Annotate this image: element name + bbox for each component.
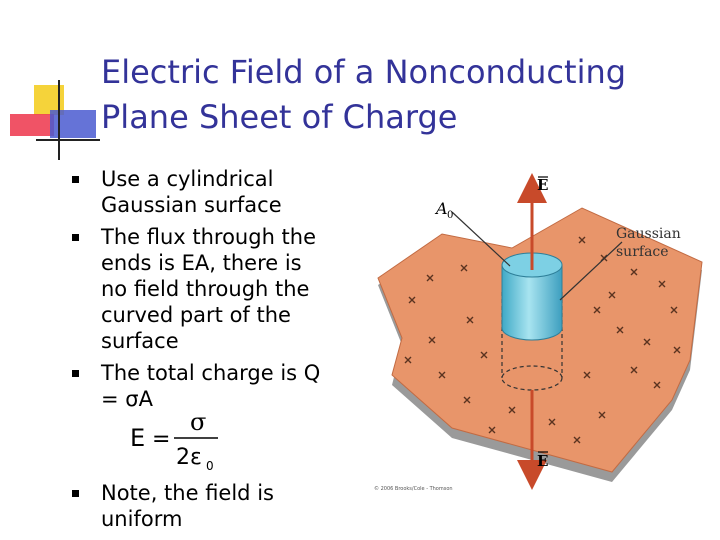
charge-cross-icon xyxy=(616,326,624,334)
formula-subscript: 0 xyxy=(206,459,214,470)
note-bullet: Note, the field is uniform xyxy=(72,480,401,532)
charge-cross-icon xyxy=(460,264,468,272)
charge-cross-icon xyxy=(630,268,638,276)
charge-cross-icon xyxy=(463,396,471,404)
bullet-marker-icon xyxy=(72,370,79,377)
charge-cross-icon xyxy=(653,381,661,389)
charge-cross-icon xyxy=(488,426,496,434)
figure-credit: © 2006 Brooks/Cole - Thomson xyxy=(374,485,453,492)
charge-cross-icon xyxy=(593,306,601,314)
charge-cross-icon xyxy=(670,306,678,314)
charge-markers xyxy=(404,236,681,444)
bullet-marker-icon xyxy=(72,490,79,497)
charge-cross-icon xyxy=(426,274,434,282)
formula-lhs: E xyxy=(130,424,145,452)
title-line-2: Plane Sheet of Charge xyxy=(101,98,458,136)
bullet-text: The total charge is Q = σA xyxy=(101,361,321,411)
charge-cross-icon xyxy=(438,371,446,379)
charge-cross-icon xyxy=(466,316,474,324)
charge-cross-icon xyxy=(480,351,488,359)
bullet-text: The flux through the ends is EA, there i… xyxy=(101,225,317,353)
charge-cross-icon xyxy=(548,418,556,426)
e-field-label-bottom: E xyxy=(537,452,548,470)
charge-cross-icon xyxy=(673,346,681,354)
bullet-item: The total charge is Q = σA xyxy=(72,360,372,412)
field-formula: E = σ 2ε 0 xyxy=(130,408,218,470)
bullet-text: Use a cylindrical Gaussian surface xyxy=(101,167,282,217)
title-line-1: Electric Field of a Nonconducting xyxy=(101,53,627,91)
bullet-item: The flux through the ends is EA, there i… xyxy=(72,224,372,354)
charge-cross-icon xyxy=(428,336,436,344)
bullet-marker-icon xyxy=(72,234,79,241)
gaussian-label-line2: surface xyxy=(616,244,669,260)
charge-cross-icon xyxy=(578,236,586,244)
gaussian-cylinder xyxy=(501,264,563,341)
area-label: A xyxy=(434,199,448,218)
bullet-item: Use a cylindrical Gaussian surface xyxy=(72,166,372,218)
charge-cross-icon xyxy=(408,296,416,304)
charge-cross-icon xyxy=(573,436,581,444)
charge-cross-icon xyxy=(658,280,666,288)
charge-cross-icon xyxy=(630,366,638,374)
gaussian-cylinder-figure: E E A 0 Gaussian surface © 2006 Brooks/C… xyxy=(374,173,703,492)
slide-decoration-logo xyxy=(10,80,100,160)
formula-denominator: 2ε xyxy=(176,445,202,470)
area-subscript: 0 xyxy=(447,210,453,221)
bullet-marker-icon xyxy=(72,176,79,183)
charge-cross-icon xyxy=(598,411,606,419)
charge-cross-icon xyxy=(508,406,516,414)
formula-equals: = xyxy=(152,427,170,452)
note-text: Note, the field is uniform xyxy=(101,481,274,531)
formula-numerator: σ xyxy=(190,408,206,436)
bullet-list: Use a cylindrical Gaussian surface The f… xyxy=(72,166,372,418)
charge-cross-icon xyxy=(583,371,591,379)
charge-cross-icon xyxy=(404,356,412,364)
slide-title: Electric Field of a Nonconducting Plane … xyxy=(101,50,711,140)
gaussian-label-line1: Gaussian xyxy=(616,226,681,242)
charge-cross-icon xyxy=(608,291,616,299)
charge-cross-icon xyxy=(643,338,651,346)
e-field-label-top: E xyxy=(537,176,548,194)
